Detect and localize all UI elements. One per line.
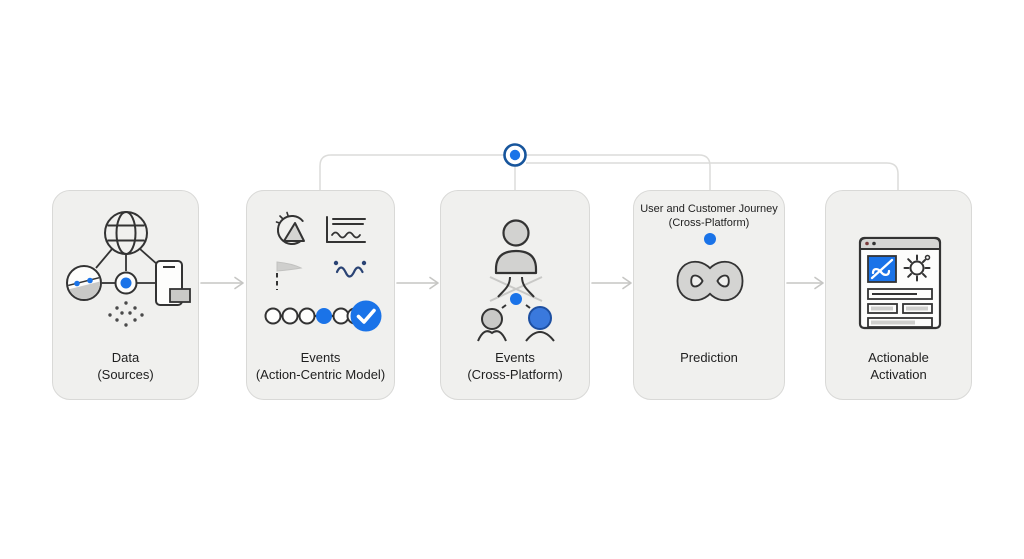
user-blue-icon (525, 306, 555, 342)
arrow-right-icon (200, 276, 244, 290)
devices-icon (155, 260, 191, 306)
card-data-sources: Data (Sources) (52, 190, 199, 400)
crossed-loop-tile-icon (867, 255, 897, 283)
dot-spray-icon (108, 301, 144, 327)
card-prediction: User and Customer Journey (Cross-Platfor… (633, 190, 785, 400)
user-icon (477, 308, 507, 342)
card-actionable-activation: Actionable Activation (825, 190, 972, 400)
chart-lines-icon (325, 216, 366, 243)
window-dot-icon (865, 241, 869, 246)
card-label: Events (Action-Centric Model) (255, 350, 386, 382)
check-circle-icon (350, 300, 381, 332)
card-label: Data (Sources) (97, 350, 154, 382)
arrow-right-icon (591, 276, 632, 290)
infinity-loop-icon (676, 260, 744, 302)
form-rows-icon (867, 288, 933, 328)
user-icon (494, 219, 538, 275)
arrow-right-icon (396, 276, 439, 290)
card-label: Actionable Activation (868, 350, 929, 382)
analytics-circle-icon (66, 265, 102, 301)
sun-icon (903, 254, 931, 282)
card-events-action-centric: Events (Action-Centric Model) (246, 190, 395, 400)
card-events-cross-platform: Events (Cross-Platform) (440, 190, 590, 400)
blue-dot-node (503, 143, 527, 167)
milestone-icons (275, 260, 366, 290)
data-sources-network-icon (66, 211, 191, 327)
user-branch-icon (477, 219, 555, 342)
window-dot-icon (872, 241, 876, 246)
browser-activation-icon (858, 236, 942, 330)
event-type-icons (275, 211, 366, 245)
card-label: Prediction (680, 350, 738, 365)
card-header: User and Customer Journey (Cross-Platfor… (640, 203, 778, 229)
wave-dots-icon (333, 260, 366, 278)
top-connector-lines (319, 154, 899, 191)
card-label: Events (Cross-Platform) (467, 350, 563, 382)
arrow-right-icon (786, 276, 824, 290)
timeline-check-icon (264, 300, 381, 332)
center-node-icon (114, 271, 138, 295)
blue-dot (510, 293, 522, 305)
flag-icon (275, 261, 303, 290)
blue-dot (704, 233, 716, 245)
ai-mountain-icon (275, 211, 305, 245)
globe-icon (104, 211, 148, 255)
